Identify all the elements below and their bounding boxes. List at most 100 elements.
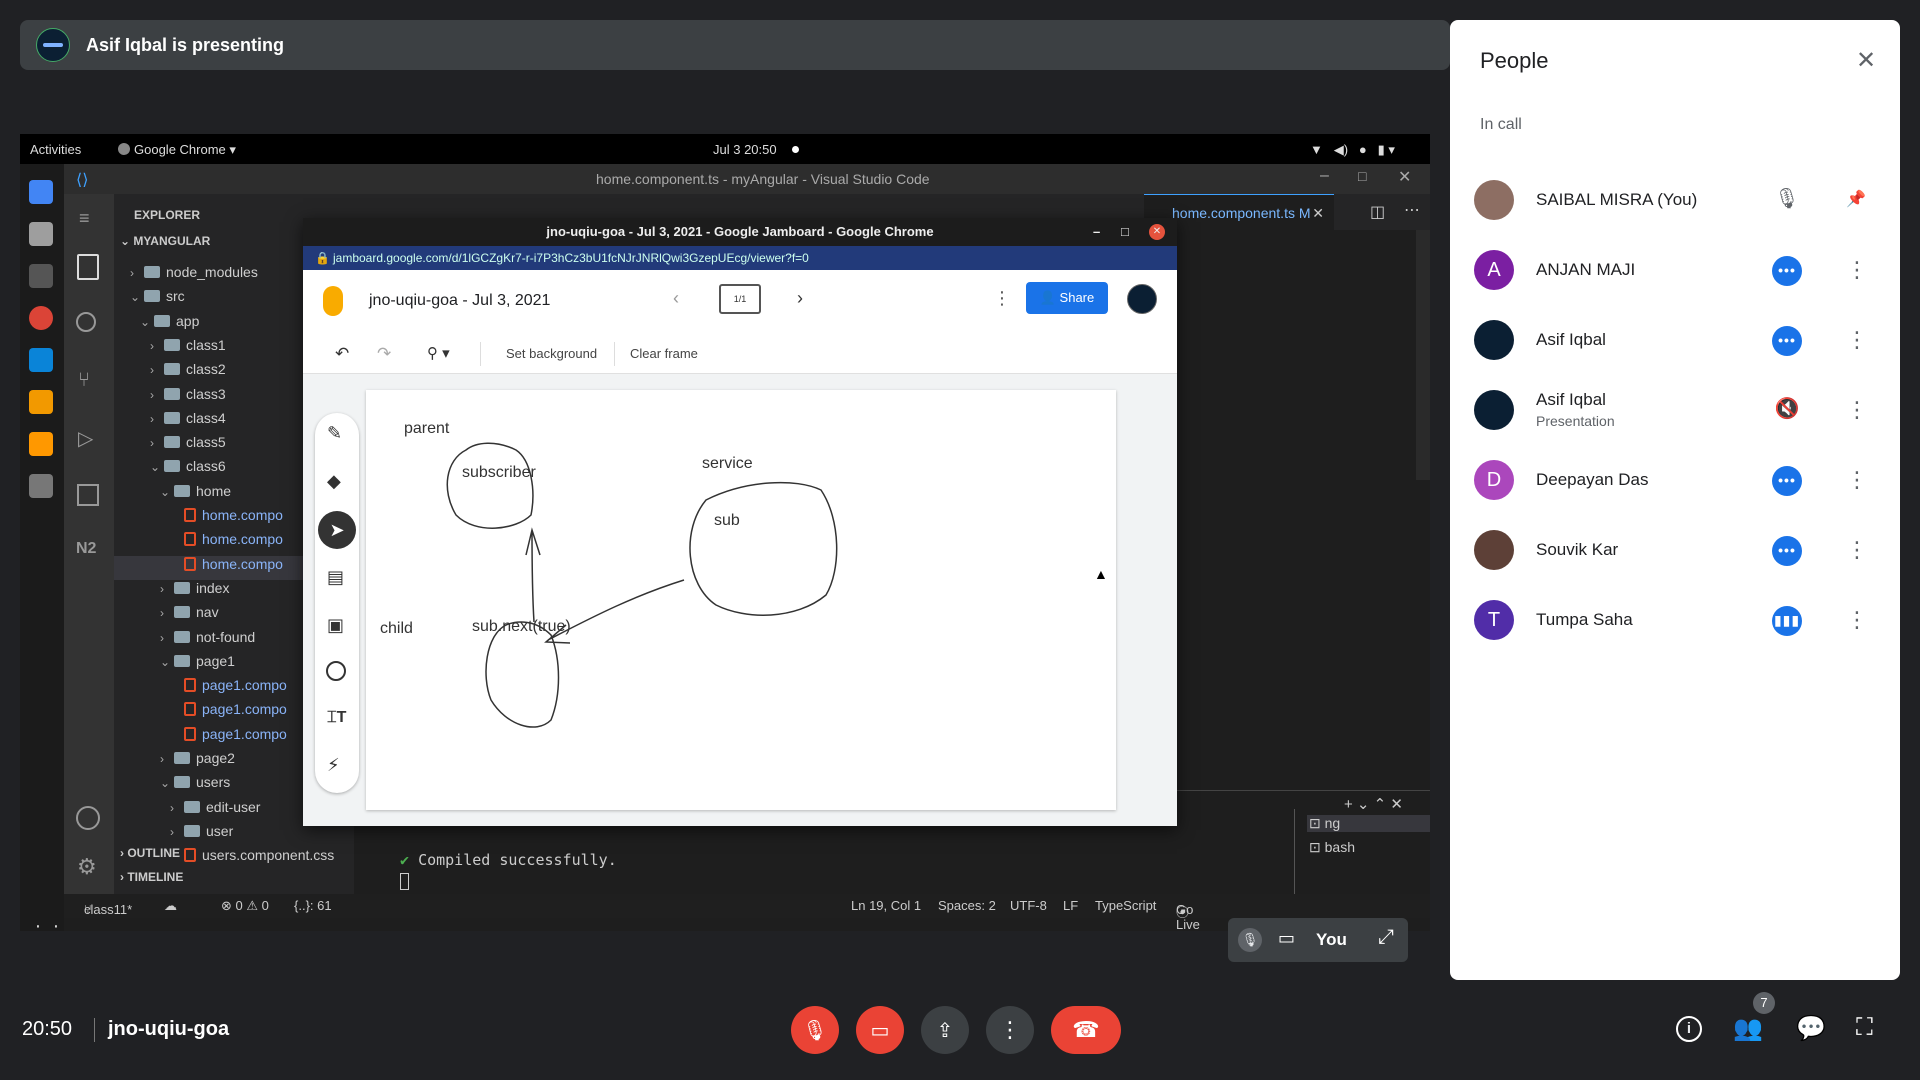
pen-icon[interactable]: ✎ bbox=[327, 423, 343, 443]
minimize-icon[interactable]: – bbox=[1320, 167, 1329, 184]
jamboard-frame[interactable]: parent subscriber service sub child sub.… bbox=[366, 390, 1116, 810]
close-tab-icon[interactable]: ✕ bbox=[1312, 205, 1324, 221]
tree-item[interactable]: ⌄page1 bbox=[114, 653, 354, 677]
sync-icon[interactable]: ☁ bbox=[164, 898, 177, 913]
vlc-icon[interactable] bbox=[29, 390, 53, 414]
tree-item[interactable]: ›index bbox=[114, 580, 354, 604]
terminal-session-bash[interactable]: ⊡ bash bbox=[1309, 839, 1355, 856]
tree-item[interactable]: ›class4 bbox=[114, 410, 354, 434]
participant-row[interactable]: SAIBAL MISRA (You)🎙📌 bbox=[1450, 170, 1900, 230]
camera-toggle-button[interactable]: ▭ bbox=[856, 1006, 904, 1054]
more-options-button[interactable]: ⋮ bbox=[986, 1006, 1034, 1054]
split-editor-icon[interactable]: ◫ bbox=[1370, 204, 1386, 221]
prev-frame-icon[interactable]: ‹ bbox=[673, 288, 679, 308]
explorer-icon[interactable] bbox=[77, 254, 99, 280]
menu-icon[interactable]: ≡ bbox=[79, 208, 90, 228]
tree-item[interactable]: page1.compo bbox=[114, 677, 354, 701]
tree-item[interactable]: ›class1 bbox=[114, 337, 354, 361]
tree-item[interactable]: ⌄home bbox=[114, 483, 354, 507]
image-icon[interactable]: ▣ bbox=[327, 615, 345, 635]
more-vert-icon[interactable]: ⋮ bbox=[1846, 327, 1868, 352]
encoding[interactable]: UTF-8 bbox=[1010, 898, 1047, 913]
timeline-section[interactable]: › TIMELINE bbox=[120, 870, 183, 884]
close-icon[interactable]: ✕ bbox=[1149, 224, 1165, 240]
self-view-tile[interactable]: 🎙 ▭ You ⤢ bbox=[1228, 918, 1408, 962]
terminal-icon[interactable] bbox=[29, 264, 53, 288]
run-debug-icon[interactable]: ▷ bbox=[78, 428, 94, 450]
tree-item[interactable]: ›user bbox=[114, 823, 354, 847]
project-header[interactable]: ⌄ MYANGULAR bbox=[120, 234, 210, 248]
files-icon[interactable] bbox=[29, 222, 53, 246]
text-box-icon[interactable]: ⌶T bbox=[327, 709, 347, 726]
mic-toggle-button[interactable]: 🎙 bbox=[791, 1006, 839, 1054]
tree-item[interactable]: ⌄class6 bbox=[114, 458, 354, 482]
account-avatar[interactable] bbox=[1127, 284, 1157, 314]
present-button[interactable]: ⇪ bbox=[921, 1006, 969, 1054]
shape-circle-icon[interactable] bbox=[326, 661, 346, 681]
participant-row[interactable]: Souvik Kar•••⋮ bbox=[1450, 520, 1900, 580]
disk-icon[interactable] bbox=[29, 474, 53, 498]
problems-indicator[interactable]: ⊗ 0 ⚠ 0 bbox=[221, 898, 269, 913]
extensions-icon[interactable] bbox=[77, 484, 99, 506]
more-vert-icon[interactable]: ⋮ bbox=[1846, 467, 1868, 492]
source-control-icon[interactable]: ⑂ bbox=[78, 369, 90, 391]
more-vert-icon[interactable]: ⋮ bbox=[1846, 607, 1868, 632]
people-button[interactable]: 👥 7 bbox=[1733, 992, 1775, 1043]
maximize-icon[interactable]: □ bbox=[1121, 224, 1129, 239]
set-background-button[interactable]: Set background bbox=[506, 346, 598, 361]
tree-item[interactable]: ›class3 bbox=[114, 386, 354, 410]
tree-item[interactable]: ›class5 bbox=[114, 434, 354, 458]
chrome-dock-icon[interactable] bbox=[29, 306, 53, 330]
desktop-clock[interactable]: Jul 3 20:50 bbox=[713, 142, 800, 157]
eol[interactable]: LF bbox=[1063, 898, 1079, 913]
vscode-dock-icon[interactable] bbox=[29, 348, 53, 372]
tree-item[interactable]: home.compo bbox=[114, 507, 354, 531]
tree-item[interactable]: ›edit-user bbox=[114, 799, 354, 823]
sublime-icon[interactable] bbox=[29, 432, 53, 456]
undo-icon[interactable]: ↶ bbox=[335, 344, 350, 363]
tree-item[interactable]: ⌄app bbox=[114, 313, 354, 337]
eraser-icon[interactable]: ◆ bbox=[327, 471, 341, 491]
address-bar[interactable]: 🔒 jamboard.google.com/d/1lGCZgKr7-r-i7P3… bbox=[303, 246, 1177, 270]
info-icon[interactable]: i bbox=[1676, 1016, 1702, 1042]
redo-icon[interactable]: ↷ bbox=[377, 344, 392, 363]
tree-item[interactable]: home.compo bbox=[114, 531, 354, 555]
indentation[interactable]: Spaces: 2 bbox=[938, 898, 996, 913]
pin-icon[interactable]: 📌 bbox=[1846, 191, 1866, 208]
tree-item[interactable]: page1.compo bbox=[114, 701, 354, 725]
activities-button[interactable]: Activities bbox=[30, 142, 82, 157]
show-apps-icon[interactable]: ⋮⋮ bbox=[29, 922, 65, 931]
frame-bar-button[interactable]: 1/1 bbox=[719, 284, 761, 314]
leave-call-button[interactable]: ☎ bbox=[1051, 1006, 1121, 1054]
more-vert-icon[interactable]: ⋮ bbox=[1846, 257, 1868, 282]
minimize-icon[interactable]: – bbox=[1093, 224, 1101, 239]
chat-icon[interactable]: 💬 bbox=[1796, 1015, 1826, 1042]
tree-item[interactable]: ›not-found bbox=[114, 629, 354, 653]
terminal-session-ng[interactable]: ⊡ ng bbox=[1307, 815, 1430, 832]
more-vert-icon[interactable]: ⋮ bbox=[1846, 397, 1868, 422]
close-icon[interactable]: ✕ bbox=[1398, 169, 1412, 186]
document-title[interactable]: jno-uqiu-goa - Jul 3, 2021 bbox=[369, 292, 551, 309]
tree-item[interactable]: ›class2 bbox=[114, 361, 354, 385]
account-icon[interactable] bbox=[76, 806, 100, 830]
sticky-note-icon[interactable]: ▤ bbox=[327, 567, 345, 587]
next-frame-icon[interactable]: › bbox=[797, 288, 803, 308]
tree-item[interactable]: page1.compo bbox=[114, 726, 354, 750]
maximize-icon[interactable]: □ bbox=[1358, 168, 1367, 184]
calendar-icon[interactable] bbox=[29, 180, 53, 204]
json-indicator[interactable]: {..}: 61 bbox=[294, 898, 332, 913]
close-panel-icon[interactable]: ✕ bbox=[1856, 47, 1877, 74]
outline-section[interactable]: › OUTLINE bbox=[120, 846, 180, 860]
language-mode[interactable]: TypeScript bbox=[1095, 898, 1157, 913]
app-menu[interactable]: Google Chrome ▾ bbox=[118, 142, 236, 158]
more-vert-icon[interactable]: ⋮ bbox=[1846, 537, 1868, 562]
tree-item[interactable]: users.component.css bbox=[114, 847, 354, 871]
expand-icon[interactable]: ⤢ bbox=[1378, 926, 1394, 948]
tree-item[interactable]: ⌄users bbox=[114, 774, 354, 798]
cursor-position[interactable]: Ln 19, Col 1 bbox=[851, 898, 922, 913]
laser-icon[interactable]: ⚡ bbox=[327, 755, 340, 775]
